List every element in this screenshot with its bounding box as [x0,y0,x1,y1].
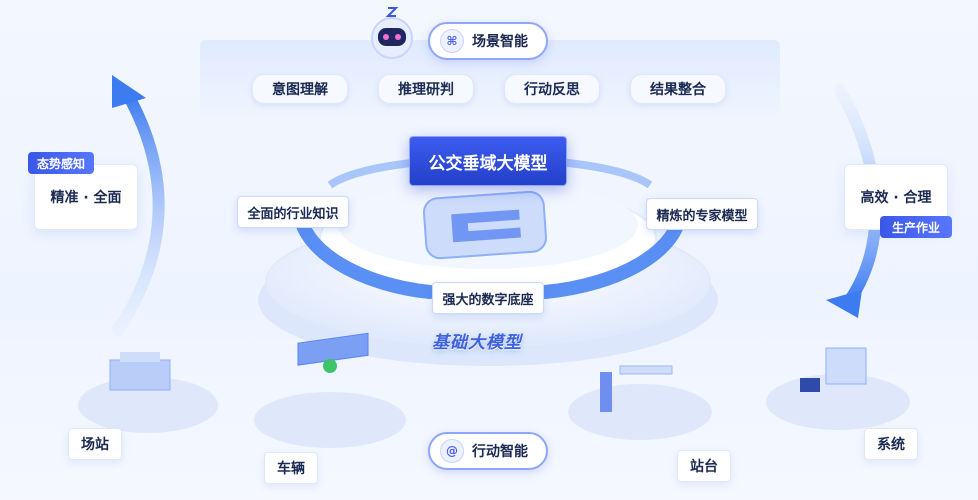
node-platform-vehicle [254,332,406,448]
at-icon: @ [440,439,464,463]
left-arrow [112,89,165,336]
feature-expert-model: 精炼的专家模型 [646,198,758,230]
node-platform-system [766,347,910,430]
left-panel-card: 精准 · 全面 [34,164,138,230]
action-intelligence-pill[interactable]: @ 行动智能 [428,432,548,470]
feature-industry-knowledge: 全面的行业知识 [237,196,349,228]
logo-cube [422,190,548,260]
pipeline-step-integration[interactable]: 结果整合 [630,74,726,104]
action-intelligence-label: 行动智能 [472,444,528,460]
robot-mascot [371,7,413,59]
center-title: 公交垂域大模型 [409,136,567,186]
node-label-depot[interactable]: 场站 [68,428,122,460]
node-platform-stop [568,365,712,440]
nodes-icon: ⌘ [440,29,464,53]
left-panel-text: 精准 · 全面 [50,190,122,206]
pipeline-step-intent[interactable]: 意图理解 [252,74,348,104]
pipeline-step-reasoning[interactable]: 推理研判 [378,74,474,104]
node-label-stop[interactable]: 站台 [677,450,731,482]
scene-intelligence-pill[interactable]: ⌘ 场景智能 [428,22,548,60]
node-label-system[interactable]: 系统 [864,428,918,460]
right-panel-tag: 生产作业 [880,216,952,238]
pipeline-step-reflection[interactable]: 行动反思 [504,74,600,104]
right-arrow-head [826,290,862,318]
logo-mark [451,209,521,243]
node-platform-depot [78,352,218,433]
left-arrow-head [112,75,146,108]
scene-intelligence-label: 场景智能 [472,34,528,50]
base-model-label: 基础大模型 [432,333,522,353]
left-panel-tag: 态势感知 [28,152,94,174]
feature-digital-base: 强大的数字底座 [432,282,544,314]
right-panel-text: 高效 · 合理 [860,190,932,206]
node-label-vehicle[interactable]: 车辆 [264,452,318,484]
